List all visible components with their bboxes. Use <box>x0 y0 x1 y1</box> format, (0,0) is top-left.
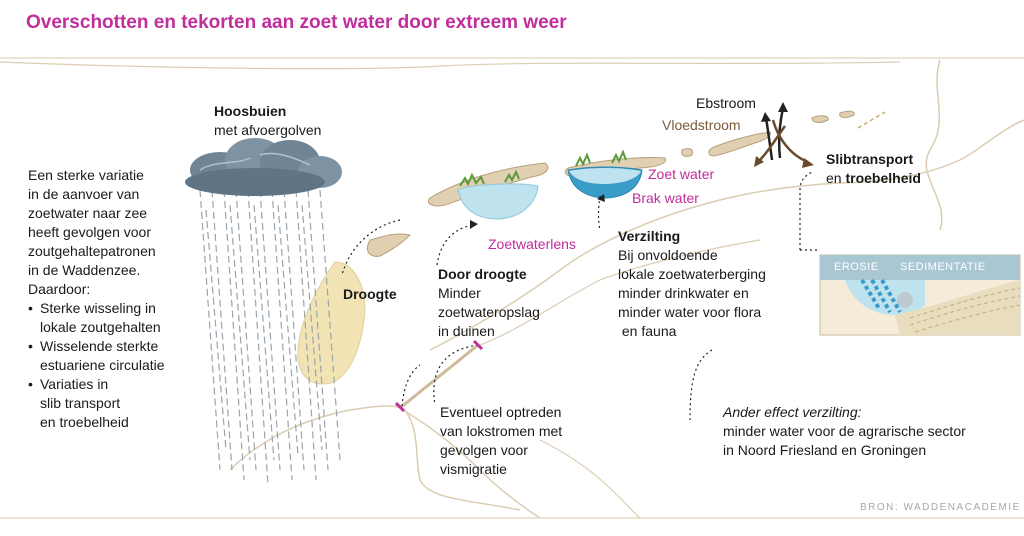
island-texel <box>366 233 412 257</box>
hoosbuien-sub: met afvoergolven <box>214 122 322 138</box>
vegetation-1 <box>459 172 485 187</box>
verzilting-label: Verzilting Bij onvoldoende lokale zoetwa… <box>618 228 766 339</box>
hoosbuien-label: Hoosbuien met afvoergolven <box>214 102 321 140</box>
sluis-marker-1 <box>472 339 484 351</box>
door-droogte-arrowhead <box>470 220 478 229</box>
ebstroom-arrow-2 <box>764 117 774 161</box>
sediment-dots <box>897 292 913 308</box>
vloedstroom-arrowhead <box>802 158 814 168</box>
bullet-item: Sterke wisseling in lokale zoutgehalten <box>28 299 165 337</box>
zoetwaterlens-label: Zoetwaterlens <box>488 236 576 252</box>
intro-text: Een sterke variatie in de aanvoer van zo… <box>28 166 165 432</box>
intro-line: zoutgehaltepatronen <box>28 243 156 259</box>
source-credit: BRON: WADDENACADEMIE <box>860 502 1021 513</box>
droogte-pointer <box>341 219 401 276</box>
cloud-icon <box>185 138 342 196</box>
coastline-lower <box>394 404 541 519</box>
island-ameland <box>708 131 771 157</box>
bullet-item: Variaties in slib transport en troebelhe… <box>28 375 165 432</box>
coastline-fries <box>479 239 761 346</box>
intro-line: heeft gevolgen voor <box>28 224 151 240</box>
droogte-label: Droogte <box>343 286 397 302</box>
ander-effect-pointer <box>689 349 713 421</box>
vloedstroom-label: Vloedstroom <box>662 117 741 133</box>
sediment-layer <box>895 280 1020 335</box>
sediment-lines <box>909 287 1021 333</box>
page-title: Overschotten en tekorten aan zoet water … <box>26 12 567 33</box>
sluis-marker-2 <box>394 401 406 413</box>
intro-line: in de aanvoer van <box>28 186 140 202</box>
island-small-3 <box>839 110 855 118</box>
door-droogte-title: Door droogte <box>438 266 527 282</box>
hoosbuien-title: Hoosbuien <box>214 103 287 119</box>
slib-pointer <box>799 171 813 250</box>
zoetwaterlens-bowl <box>457 183 539 220</box>
zoet-layer <box>569 168 641 184</box>
island-small-1 <box>681 148 693 157</box>
door-droogte-pointer <box>436 224 473 266</box>
vegetation-3 <box>575 152 591 167</box>
slibtransport-label: Slibtransport en troebelheid <box>826 151 921 186</box>
verzilting-pointer <box>597 195 601 231</box>
intro-line: Daardoor: <box>28 281 91 297</box>
intro-line: Een sterke variatie <box>28 167 144 183</box>
mainland-coastline <box>429 119 1024 351</box>
erosie-stripes <box>860 278 902 313</box>
coastline-afsluitdijk <box>399 343 479 410</box>
ebstroom-label: Ebstroom <box>696 95 756 111</box>
vegetation-4 <box>611 149 627 164</box>
ander-effect-label: Ander effect verzilting: minder water vo… <box>723 404 966 458</box>
ebstroom-arrowhead <box>778 102 788 112</box>
sedimentatie-label: SEDIMENTATIE <box>900 261 986 273</box>
lokstromen-pointer-2 <box>401 364 421 407</box>
rain-lines <box>199 189 341 486</box>
lokstromen-label: Eventueel optreden van lokstromen met ge… <box>440 404 563 477</box>
island-small-2 <box>811 115 829 123</box>
coastline-right <box>925 59 943 231</box>
ander-effect-title: Ander effect verzilting: <box>723 404 862 420</box>
coastline-ijsselmeer <box>404 409 521 511</box>
erosie-panel-header <box>820 255 1020 280</box>
bullet-item: Wisselende sterkte estuariene circulatie <box>28 337 165 375</box>
island-dashes <box>857 111 886 129</box>
intro-bullets: Sterke wisseling in lokale zoutgehalten … <box>28 299 165 432</box>
brak-water-label: Brak water <box>632 190 699 206</box>
intro-line: zoetwater naar zee <box>28 205 148 221</box>
verzilting-arrowhead <box>597 194 605 202</box>
coastline-left <box>229 405 401 471</box>
intro-line: in de Waddenzee. <box>28 262 141 278</box>
verzilting-title: Verzilting <box>618 228 681 244</box>
slibtransport-title: Slibtransport <box>826 151 914 167</box>
door-droogte-label: Door droogte Minder zoetwateropslag in d… <box>438 266 540 339</box>
vloedstroom-arrowhead-2 <box>754 156 764 167</box>
vegetation-2 <box>504 169 520 183</box>
ebstroom-arrowhead-2 <box>761 112 771 122</box>
erosie-label: EROSIE <box>834 261 879 273</box>
lokstromen-pointer-1 <box>433 344 479 406</box>
top-coast-curve <box>0 61 901 70</box>
lower-right-coast <box>539 439 641 519</box>
zoet-water-label: Zoet water <box>648 166 715 182</box>
